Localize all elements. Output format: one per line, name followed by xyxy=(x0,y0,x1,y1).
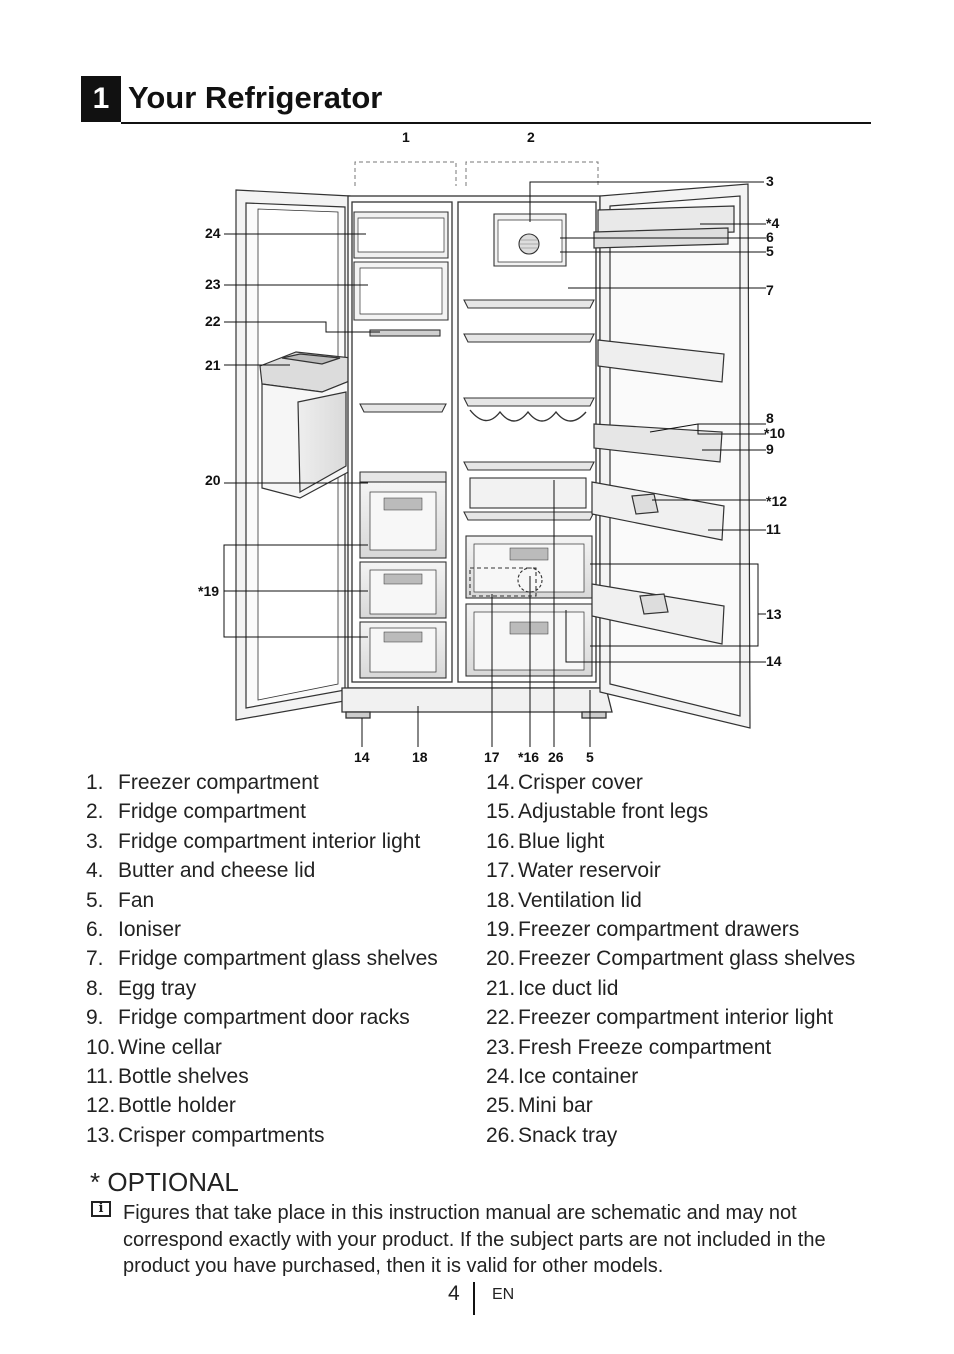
callout-19: *19 xyxy=(198,583,219,599)
list-item: 8.Egg tray xyxy=(86,976,197,1000)
list-item: 22.Freezer compartment interior light xyxy=(486,1006,834,1030)
footer-divider xyxy=(473,1282,475,1315)
callout-26: 26 xyxy=(548,749,564,765)
list-item: 6.Ioniser xyxy=(86,918,182,942)
callout-5: 5 xyxy=(766,243,774,259)
list-item: 1.Freezer compartment xyxy=(86,771,319,794)
list-item: 26.Snack tray xyxy=(486,1123,618,1147)
list-item: 4.Butter and cheese lid xyxy=(86,859,316,883)
list-item: 16.Blue light xyxy=(486,829,605,853)
list-item: 13.Crisper compartments xyxy=(86,1123,325,1147)
list-item: 18.Ventilation lid xyxy=(486,888,642,912)
heading-rule xyxy=(121,122,871,124)
page-number: 4 xyxy=(448,1282,460,1305)
parts-list-left: 1.Freezer compartment 2.Fridge compartme… xyxy=(86,768,438,1150)
list-item: 11.Bottle shelves xyxy=(86,1065,249,1089)
optional-label: * OPTIONAL xyxy=(90,1167,239,1197)
callout-14-bottom: 14 xyxy=(354,749,370,765)
list-item: 5.Fan xyxy=(86,888,155,912)
callout-13: 13 xyxy=(766,606,782,622)
list-item: 15.Adjustable front legs xyxy=(486,800,709,824)
callout-17: 17 xyxy=(484,749,500,765)
callout-14-right: 14 xyxy=(766,653,782,669)
parts-list-right: 14.Crisper cover 15.Adjustable front leg… xyxy=(486,768,855,1150)
callout-23: 23 xyxy=(205,276,221,292)
list-item: 21.Ice duct lid xyxy=(486,976,619,1000)
list-item: 20.Freezer Compartment glass shelves xyxy=(486,947,856,971)
list-item: 25.Mini bar xyxy=(486,1094,593,1118)
callout-24: 24 xyxy=(205,225,221,241)
callout-6: 6 xyxy=(766,229,774,245)
callout-3: 3 xyxy=(766,173,774,189)
list-item: 24.Ice container xyxy=(486,1065,639,1089)
callout-4: *4 xyxy=(766,215,779,231)
callout-10: *10 xyxy=(764,425,785,441)
callout-11: 11 xyxy=(766,521,781,537)
info-icon: i xyxy=(91,1201,111,1217)
callout-22: 22 xyxy=(205,313,221,329)
callout-7: 7 xyxy=(766,282,774,298)
callout-2: 2 xyxy=(527,129,535,145)
section-number: 1 xyxy=(81,76,121,122)
callout-16: *16 xyxy=(518,749,539,765)
list-item: 2.Fridge compartment xyxy=(86,800,306,824)
language-code: EN xyxy=(492,1286,515,1303)
list-item: 12. Bottle holder xyxy=(86,1094,236,1118)
section-heading: 1 Your Refrigerator xyxy=(81,76,871,124)
list-item: 14.Crisper cover xyxy=(486,771,643,794)
callout-18: 18 xyxy=(412,749,428,765)
callout-20: 20 xyxy=(205,472,221,488)
list-item: 19.Freezer compartment drawers xyxy=(486,918,800,942)
list-item: 9.Fridge compartment door racks xyxy=(86,1006,410,1030)
list-item: 7.Fridge compartment glass shelves xyxy=(86,947,438,971)
callout-5-bottom: 5 xyxy=(586,749,594,765)
callout-21: 21 xyxy=(205,357,221,373)
page-title: Your Refrigerator xyxy=(128,80,383,115)
list-item: 10.Wine cellar xyxy=(86,1035,222,1059)
list-item: 3.Fridge compartment interior light xyxy=(86,829,421,853)
callout-9: 9 xyxy=(766,441,774,457)
callout-1: 1 xyxy=(402,129,410,145)
callout-12: *12 xyxy=(766,493,787,509)
callout-8: 8 xyxy=(766,410,774,426)
note-text: Figures that take place in this instruct… xyxy=(123,1202,826,1277)
list-item: 23.Fresh Freeze compartment xyxy=(486,1035,772,1059)
list-item: 17.Water reservoir xyxy=(486,859,661,883)
